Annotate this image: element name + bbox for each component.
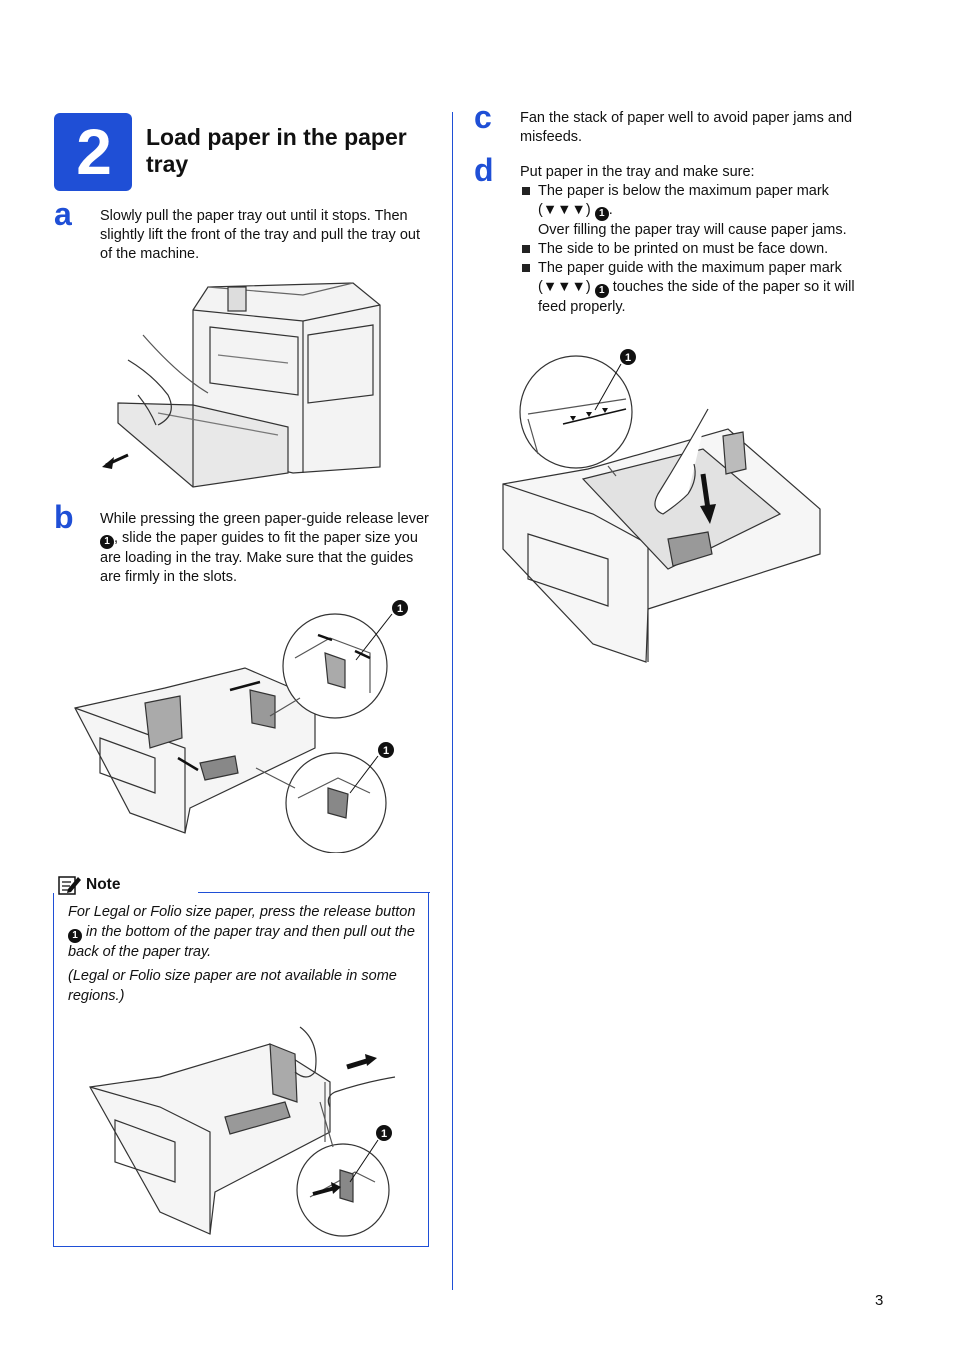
substep-d-text: Put paper in the tray and make sure: The… xyxy=(520,163,855,317)
substep-a-text: Slowly pull the paper tray out until it … xyxy=(100,208,420,262)
note-pencil-icon xyxy=(58,876,81,895)
bullet-square-icon xyxy=(522,264,530,272)
bullet-1-after: . xyxy=(608,202,613,218)
bullet-3-after: touches the side of the paper so it will… xyxy=(538,279,855,315)
note-box xyxy=(53,893,429,1247)
substep-d-bullet-3: The paper guide with the maximum paper m… xyxy=(520,259,855,317)
substep-b-text: While pressing the green paper-guide rel… xyxy=(100,510,430,587)
bullet-1-before: The paper is below the maximum paper mar… xyxy=(538,183,829,218)
page-number: 3 xyxy=(875,1292,884,1309)
substep-d-letter: d xyxy=(474,152,494,188)
figure-b-callout-top: 1 xyxy=(397,603,403,615)
step-title: Load paper in the paper tray xyxy=(146,124,407,177)
callout-1: 1 xyxy=(100,535,114,549)
bullet-3-before: The paper guide with the maximum paper m… xyxy=(538,260,842,295)
note-heading-text: Note xyxy=(86,876,121,893)
figure-note-callout: 1 xyxy=(381,1128,387,1140)
figure-d-callout: 1 xyxy=(625,352,631,364)
substep-b-text-before: While pressing the green paper-guide rel… xyxy=(100,511,429,527)
substep-d-bullet-1: The paper is below the maximum paper mar… xyxy=(520,182,855,240)
bullet-2-text: The side to be printed on must be face d… xyxy=(538,241,829,257)
figure-b-callout-bottom: 1 xyxy=(383,745,389,757)
substep-b-letter: b xyxy=(54,499,74,535)
column-divider xyxy=(452,112,453,1290)
note-paragraph-1: For Legal or Folio size paper, press the… xyxy=(68,903,418,962)
bullet-3-callout: 1 xyxy=(594,284,609,298)
bullet-square-icon xyxy=(522,187,530,195)
substep-c-letter: c xyxy=(474,99,492,135)
step-number-badge: 2 xyxy=(54,113,132,191)
substep-a-letter: a xyxy=(54,196,72,232)
pull-tray-illustration xyxy=(102,282,381,488)
substep-d-bullet-2: The side to be printed on must be face d… xyxy=(520,240,855,259)
load-paper-illustration: 1 xyxy=(502,349,821,663)
note-paragraph-2: (Legal or Folio size paper are not avail… xyxy=(68,968,397,1004)
substep-c-text: Fan the stack of paper well to avoid pap… xyxy=(520,110,853,145)
note-heading: Note xyxy=(58,874,120,896)
note-divider xyxy=(198,892,430,893)
substep-b-text-after: , slide the paper guides to fit the pape… xyxy=(100,530,418,585)
note-callout-1: 1 xyxy=(68,928,82,943)
note-p1-after: in the bottom of the paper tray and then… xyxy=(68,923,415,960)
note-p1-before: For Legal or Folio size paper, press the… xyxy=(68,904,416,920)
bullet-1-extra: Over filling the paper tray will cause p… xyxy=(538,222,847,238)
bullet-square-icon xyxy=(522,245,530,253)
substep-d-intro: Put paper in the tray and make sure: xyxy=(520,164,755,180)
bullet-1-callout: 1 xyxy=(594,207,609,221)
extend-tray-illustration: 1 xyxy=(89,1026,396,1237)
adjust-guides-illustration: 1 1 xyxy=(74,600,408,853)
step-number: 2 xyxy=(76,116,112,188)
